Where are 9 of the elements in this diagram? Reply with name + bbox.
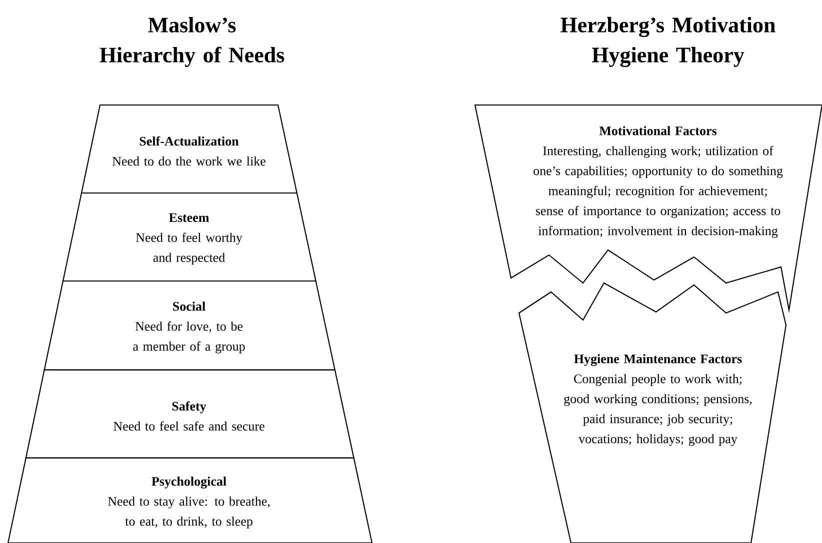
jagged-box: Motivational Factors Interesting, challenging work; utilization of one’s capabilities; opportunity to do something meaningful; recognition for achievement; sense of importance to organization; access to information; involvement in decision-making <box>474 104 822 314</box>
heading: Maslow’s Hierarchy of Needs <box>100 17 284 67</box>
pyramid-tier: Social Need for love, to be a member of a group <box>44 280 336 371</box>
pyramid-tier: Esteem Need to feel worthy and respected <box>62 192 316 282</box>
heading: Herzberg’s Motivation Hygiene Theory <box>560 16 776 68</box>
pyramid-tier: Self-Actualization Need to do the work we like <box>80 104 298 194</box>
pyramid-tier: Psychological Need to stay alive: to breathe, to eat, to drink, to sleep <box>7 457 373 543</box>
jagged-box: Hygiene Maintenance Factors Congenial people to work with; good working conditions; pensions, paid insurance; job security; vocations; holidays; good pay <box>518 282 787 543</box>
pyramid-tier: Safety Need to feel safe and secure <box>25 369 354 459</box>
